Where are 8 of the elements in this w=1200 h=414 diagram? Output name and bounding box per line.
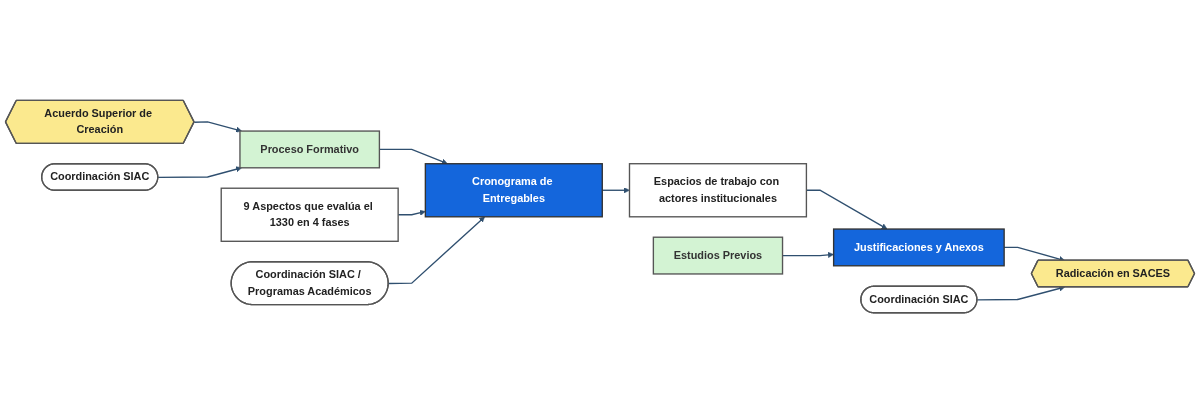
node-box: Estudios Previos [652,236,784,276]
node-box: Cronograma de Entregables [424,163,603,218]
node-box: Justificaciones y Anexos [832,228,1005,267]
arrow [193,121,242,133]
node-box: Espacios de trabajo con actores institucionales [628,163,808,218]
node-box: 9 Aspectos que evalúa el 1330 en 4 fases [220,187,399,243]
node-box: Proceso Formativo [239,130,381,169]
arrow [157,166,242,179]
